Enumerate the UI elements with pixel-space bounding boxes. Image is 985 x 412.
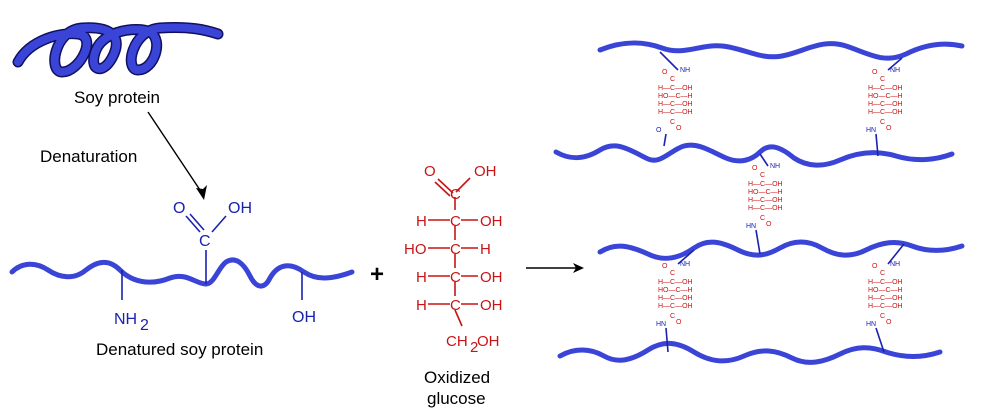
svg-text:NH: NH (770, 163, 780, 170)
soy-protein-label: Soy protein (74, 88, 160, 107)
svg-text:H—C—OH: H—C—OH (658, 85, 693, 92)
svg-text:H—C—OH: H—C—OH (658, 101, 693, 108)
svg-text:O: O (676, 319, 682, 326)
svg-text:OH: OH (228, 200, 252, 217)
svg-text:H: H (480, 241, 491, 258)
svg-text:O: O (752, 165, 758, 172)
svg-text:2: 2 (140, 317, 149, 334)
oxidized-glucose-structure: O OH H OH HO H H OH H OH CH 2 OH C C C C (404, 163, 503, 356)
svg-text:O: O (872, 69, 878, 76)
svg-text:HO—C—H: HO—C—H (868, 93, 903, 100)
svg-text:H—C—OH: H—C—OH (748, 205, 783, 212)
svg-text:HO—C—H: HO—C—H (868, 287, 903, 294)
soy-protein-coil (12, 22, 224, 78)
svg-text:H: H (416, 297, 427, 314)
svg-text:OH: OH (292, 309, 316, 326)
svg-text:HO—C—H: HO—C—H (658, 93, 693, 100)
svg-text:C: C (760, 215, 765, 222)
svg-text:H: H (416, 213, 427, 230)
denatured-label: Denatured soy protein (96, 340, 263, 359)
svg-text:CH: CH (446, 333, 468, 350)
denaturation-arrow (147, 111, 205, 197)
svg-text:C: C (670, 119, 675, 126)
svg-text:C: C (880, 76, 885, 83)
svg-text:H—C—OH: H—C—OH (868, 303, 903, 310)
crosslinked-chain-3 (597, 239, 965, 261)
svg-text:O: O (173, 200, 185, 217)
crosslinked-chain-2 (553, 142, 955, 168)
svg-text:H—C—OH: H—C—OH (868, 109, 903, 116)
hydroxyl-group: OH (292, 272, 316, 326)
svg-text:H—C—OH: H—C—OH (868, 85, 903, 92)
svg-text:C: C (450, 213, 461, 230)
crosslinked-chain-1 (597, 40, 965, 61)
plus-sign: + (370, 261, 384, 288)
svg-text:O: O (662, 69, 668, 76)
svg-text:C: C (199, 233, 211, 250)
svg-text:HO: HO (404, 241, 427, 258)
svg-text:2: 2 (470, 339, 478, 356)
crosslinked-chain-4 (557, 341, 943, 365)
svg-text:NH: NH (890, 261, 900, 268)
svg-text:H—C—OH: H—C—OH (748, 181, 783, 188)
svg-text:C: C (880, 313, 885, 320)
svg-text:O: O (662, 263, 668, 270)
svg-text:O: O (656, 127, 662, 134)
svg-text:H—C—OH: H—C—OH (868, 101, 903, 108)
svg-text:HN: HN (746, 223, 756, 230)
svg-text:HN: HN (866, 321, 876, 328)
svg-text:C: C (670, 76, 675, 83)
denaturation-label: Denaturation (40, 147, 137, 166)
amine-group: NH 2 (114, 270, 149, 334)
svg-text:C: C (670, 270, 675, 277)
svg-text:HN: HN (866, 127, 876, 134)
svg-text:O: O (886, 319, 892, 326)
svg-text:C: C (450, 186, 461, 203)
svg-text:C: C (880, 270, 885, 277)
oxidized-label-line1: Oxidized (424, 368, 490, 387)
svg-text:C: C (760, 172, 765, 179)
svg-text:O: O (676, 125, 682, 132)
svg-text:HO—C—H: HO—C—H (748, 189, 783, 196)
svg-text:H—C—OH: H—C—OH (658, 303, 693, 310)
svg-text:O: O (886, 125, 892, 132)
svg-text:OH: OH (480, 213, 503, 230)
denaturation-arrowhead (196, 185, 207, 200)
svg-text:H—C—OH: H—C—OH (868, 279, 903, 286)
svg-text:O: O (872, 263, 878, 270)
svg-text:C: C (880, 119, 885, 126)
svg-text:C: C (670, 313, 675, 320)
reaction-arrowhead (573, 263, 584, 273)
svg-text:HO—C—H: HO—C—H (658, 287, 693, 294)
svg-text:OH: OH (480, 269, 503, 286)
svg-text:H: H (416, 269, 427, 286)
svg-text:O: O (424, 163, 436, 180)
svg-text:HN: HN (656, 321, 666, 328)
svg-text:NH: NH (680, 67, 690, 74)
svg-text:C: C (450, 269, 461, 286)
denatured-chain (9, 257, 355, 289)
svg-text:H—C—OH: H—C—OH (868, 295, 903, 302)
svg-text:C: C (450, 241, 461, 258)
svg-text:H—C—OH: H—C—OH (658, 295, 693, 302)
svg-text:O: O (766, 221, 772, 228)
svg-text:H—C—OH: H—C—OH (658, 109, 693, 116)
svg-text:H—C—OH: H—C—OH (748, 197, 783, 204)
svg-text:OH: OH (474, 163, 497, 180)
svg-text:OH: OH (477, 333, 500, 350)
svg-text:NH: NH (680, 261, 690, 268)
carboxyl-group: C O OH (173, 200, 252, 284)
svg-text:C: C (450, 297, 461, 314)
svg-text:NH: NH (890, 67, 900, 74)
svg-text:H—C—OH: H—C—OH (658, 279, 693, 286)
svg-text:OH: OH (480, 297, 503, 314)
svg-text:NH: NH (114, 311, 137, 328)
oxidized-label-line2: glucose (427, 389, 486, 408)
